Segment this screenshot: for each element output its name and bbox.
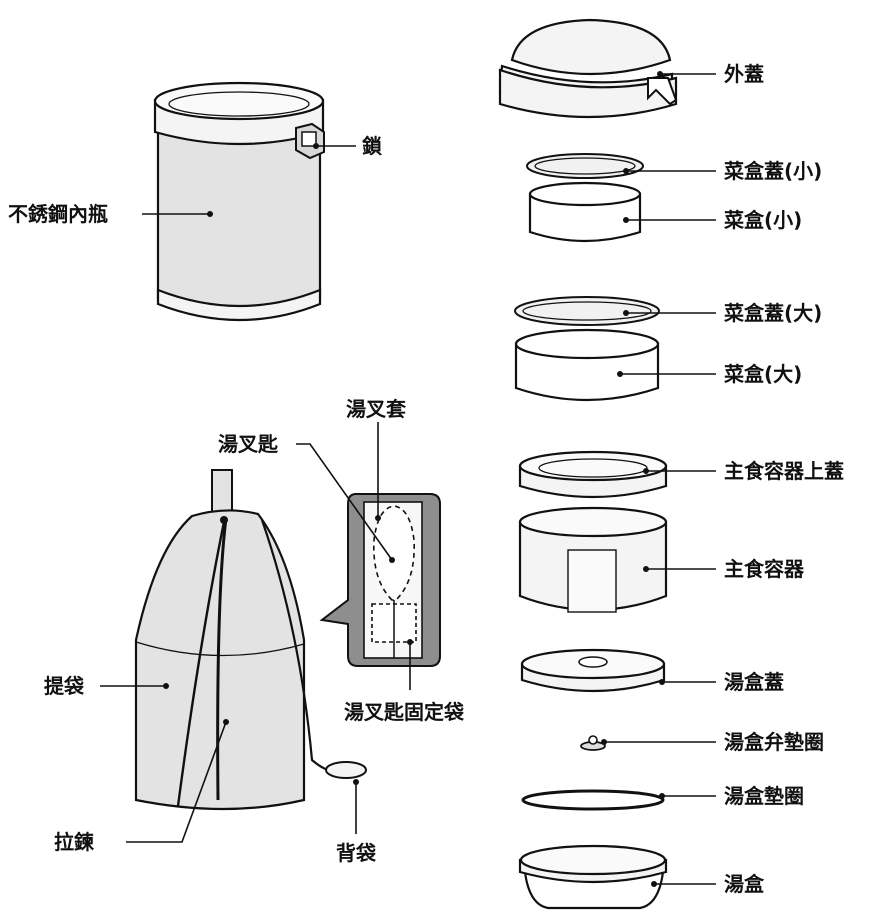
- label-dish-large: 菜盒(大): [723, 362, 802, 386]
- label-dish-small: 菜盒(小): [723, 208, 802, 232]
- label-soup-box: 湯盒: [724, 872, 765, 896]
- label-spork-pocket: 湯叉匙固定袋: [344, 700, 465, 724]
- label-zipper: 拉鍊: [54, 830, 95, 854]
- label-dish-lid-small: 菜盒蓋(小): [723, 159, 822, 183]
- label-carry-bag: 提袋: [44, 674, 85, 698]
- label-spork-case: 湯叉套: [346, 397, 406, 421]
- inner-bottle-illustration: [153, 81, 325, 322]
- label-rice-lid: 主食容器上蓋: [724, 459, 844, 483]
- outer-lid-illustration: [498, 18, 678, 119]
- soup-lid-illustration: [520, 648, 666, 693]
- dish-small-illustration: [526, 153, 644, 243]
- label-soup-gasket: 湯盒墊圈: [724, 784, 804, 808]
- spork-callout: [319, 493, 441, 667]
- soup-box-illustration: [518, 844, 668, 910]
- label-dish-lid-large: 菜盒蓋(大): [723, 301, 822, 325]
- label-back-pocket: 背袋: [336, 841, 377, 865]
- label-rice-container: 主食容器: [724, 557, 805, 581]
- label-valve-gasket: 湯盒弁墊圈: [724, 730, 824, 754]
- label-lock: 鎖: [362, 134, 383, 158]
- valve-gasket-illustration: [580, 735, 606, 751]
- soup-gasket-illustration: [521, 789, 665, 811]
- dish-large-illustration: [514, 296, 660, 402]
- rice-container-illustration: [518, 450, 668, 613]
- label-spork: 湯叉匙: [218, 432, 279, 456]
- label-soup-lid: 湯盒蓋: [724, 670, 784, 694]
- carry-bag-illustration: [134, 469, 367, 811]
- label-inner-bottle: 不銹鋼內瓶: [8, 202, 108, 226]
- leader-lines: [100, 71, 716, 887]
- label-outer-lid: 外蓋: [724, 62, 764, 86]
